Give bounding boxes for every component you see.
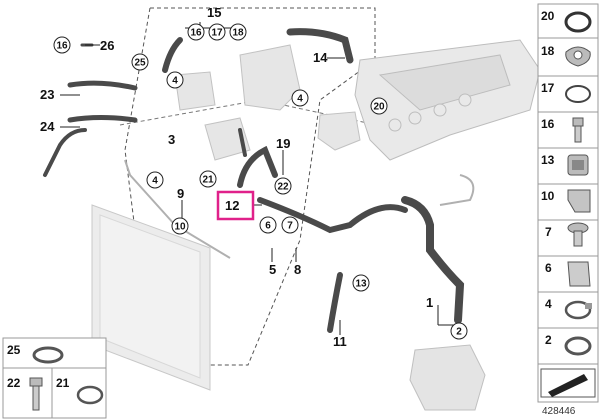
direction-arrow-icon — [540, 368, 596, 398]
spring-clip-icon — [565, 85, 591, 103]
legend-right-num-6: 6 — [545, 261, 552, 275]
legend-right-num-10: 10 — [541, 189, 555, 203]
water-pump — [409, 344, 486, 411]
callout-17: 17 — [208, 23, 226, 41]
bolt-icon — [572, 117, 584, 143]
legend-right: 20 18 17 16 13 10 7 6 4 2 — [537, 3, 599, 403]
callout-16-b-text: 16 — [190, 28, 202, 39]
callout-21-text: 21 — [202, 175, 214, 186]
legend-bottom: 25 22 21 — [2, 337, 107, 419]
clip-icon — [567, 189, 591, 213]
label-12: 12 — [225, 198, 239, 213]
callout-16-b: 16 — [187, 23, 205, 41]
radiator — [91, 204, 211, 391]
callout-7-text: 7 — [287, 221, 293, 232]
callout-25: 25 — [131, 53, 149, 71]
callout-18: 18 — [229, 23, 247, 41]
legend-right-num-4: 4 — [545, 297, 552, 311]
callout-6-text: 6 — [265, 221, 271, 232]
label-3: 3 — [168, 132, 175, 147]
legend-right-num-20: 20 — [541, 9, 555, 23]
callout-22: 22 — [274, 177, 292, 195]
callout-16-a: 16 — [53, 36, 71, 54]
callout-13: 13 — [352, 274, 370, 292]
callout-21: 21 — [199, 170, 217, 188]
hose-clamp-icon — [564, 300, 592, 320]
legend-bottom-num-21: 21 — [56, 376, 70, 390]
expansion-rivet-icon — [567, 222, 589, 247]
expansion-tank — [174, 44, 361, 161]
label-5: 5 — [269, 262, 276, 277]
legend-right-num-7: 7 — [545, 225, 552, 239]
clamp-icon — [32, 346, 64, 364]
legend-right-num-17: 17 — [541, 81, 555, 95]
callout-4-c-text: 4 — [152, 176, 158, 187]
dashed-outline-right — [200, 59, 376, 366]
callout-10: 10 — [171, 217, 189, 235]
label-1: 1 — [426, 295, 433, 310]
callout-22-text: 22 — [277, 182, 289, 193]
label-15: 15 — [207, 5, 221, 20]
highlight-box-12 — [216, 190, 255, 221]
callout-10-text: 10 — [174, 222, 186, 233]
callout-4-b-text: 4 — [297, 94, 303, 105]
dashed-outline-left — [124, 7, 201, 366]
callout-17-text: 17 — [211, 28, 223, 39]
legend-bottom-num-22: 22 — [7, 376, 21, 390]
gasket-icon — [565, 46, 591, 67]
legend-right-num-16: 16 — [541, 117, 555, 131]
image-code: 428446 — [542, 406, 576, 417]
callout-13-text: 13 — [355, 279, 367, 290]
callout-circles: 16 16 17 18 25 4 4 4 20 21 22 — [53, 23, 468, 340]
screw-icon — [29, 377, 43, 411]
callout-2-text: 2 — [456, 327, 462, 338]
spring-band-clamp-icon — [564, 336, 592, 356]
coolant-hoses — [43, 28, 465, 333]
bracket-icon — [567, 261, 591, 287]
label-23: 23 — [40, 87, 54, 102]
label-9: 9 — [177, 186, 184, 201]
callout-4-a-text: 4 — [172, 76, 178, 87]
label-14: 14 — [313, 50, 328, 65]
legend-bottom-num-25: 25 — [7, 343, 21, 357]
label-11: 11 — [333, 334, 347, 349]
callout-2: 2 — [450, 322, 468, 340]
callout-4-c: 4 — [146, 171, 164, 189]
label-8: 8 — [294, 262, 301, 277]
legend-right-num-2: 2 — [545, 333, 552, 347]
o-ring-icon — [564, 11, 592, 33]
hose-clamp-icon — [76, 385, 104, 405]
legend-right-num-13: 13 — [541, 153, 555, 167]
connector-icon — [567, 154, 589, 176]
engine-block — [354, 39, 541, 161]
callout-20: 20 — [370, 97, 388, 115]
legend-right-num-18: 18 — [541, 44, 555, 58]
callout-4-a: 4 — [166, 71, 184, 89]
callout-4-b: 4 — [291, 89, 309, 107]
callout-20-text: 20 — [373, 102, 385, 113]
bleed-lines — [124, 159, 475, 259]
callout-25-text: 25 — [134, 58, 146, 69]
callout-6: 6 — [259, 216, 277, 234]
callout-7: 7 — [281, 216, 299, 234]
dashed-outline — [150, 7, 376, 60]
label-24: 24 — [40, 119, 55, 134]
callout-18-text: 18 — [232, 28, 244, 39]
label-19: 19 — [276, 136, 290, 151]
callout-16-a-text: 16 — [56, 41, 68, 52]
label-26: 26 — [100, 38, 114, 53]
